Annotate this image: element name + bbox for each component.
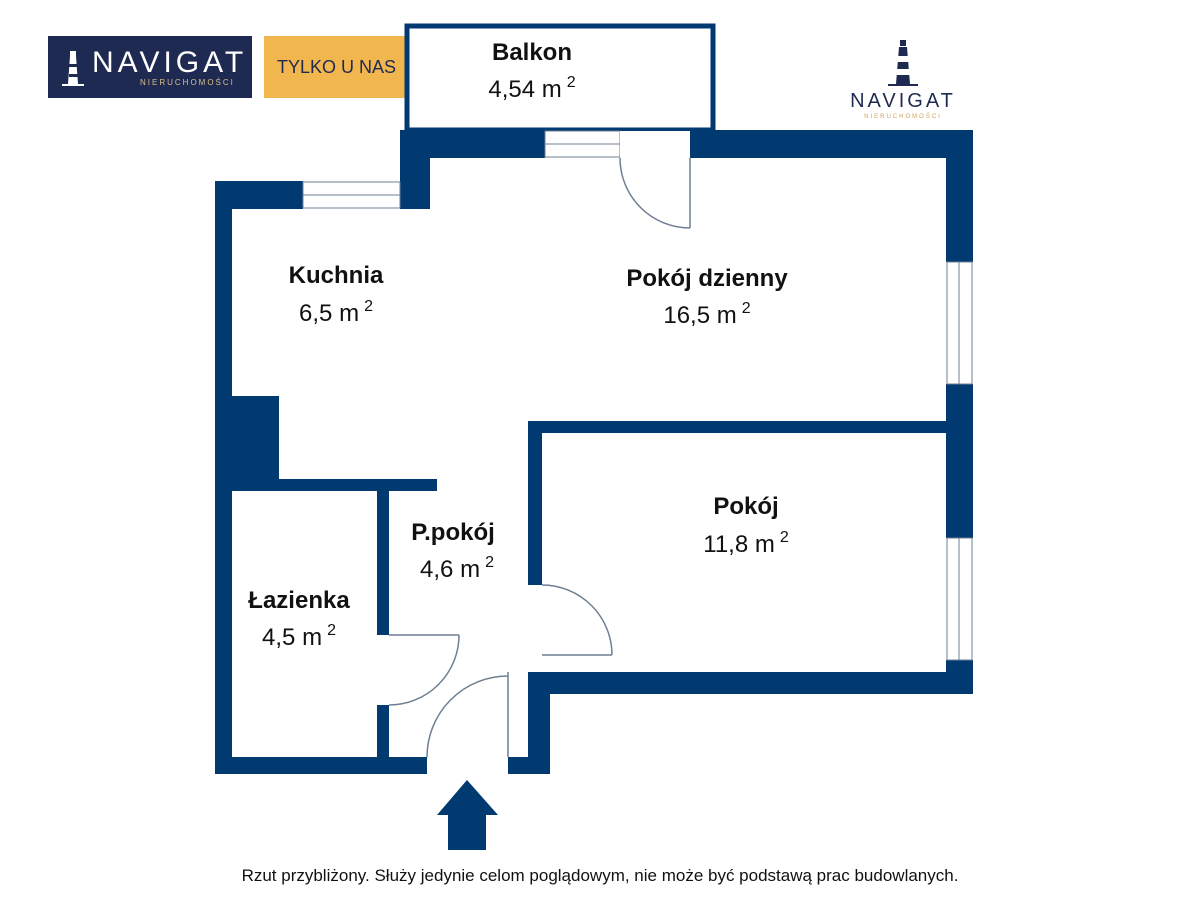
navigat-logo: NAVIGAT NIERUCHOMOŚCI [48,36,252,98]
room-name-kuchnia: Kuchnia [289,262,384,289]
room-name-ppokoj: P.pokój [411,519,495,546]
room-name-lazienka: Łazienka [248,587,350,614]
logo-sub-text: NIERUCHOMOŚCI [140,78,235,87]
room-name-balkon: Balkon [492,39,572,66]
walls [215,130,973,774]
room-name-pokoj-dzienny: Pokój dzienny [626,265,788,292]
logo-brand-text: NAVIGAT [92,46,248,79]
navigat-watermark-logo: NAVIGAT NIERUCHOMOŚCI [838,38,968,122]
entrance-arrow-icon [437,780,498,850]
exclusive-badge: TYLKO U NAS [264,36,409,98]
room-name-pokoj: Pokój [713,493,778,520]
watermark-brand-text: NAVIGAT [850,90,956,112]
lighthouse-icon [888,40,918,86]
lighthouse-icon [62,51,84,86]
watermark-sub-text: NIERUCHOMOŚCI [864,114,942,120]
disclaimer-footnote: Rzut przybliżony. Służy jedynie celom po… [241,866,959,885]
balcony-outline [404,23,716,133]
doors [378,131,691,758]
windows [302,130,973,661]
